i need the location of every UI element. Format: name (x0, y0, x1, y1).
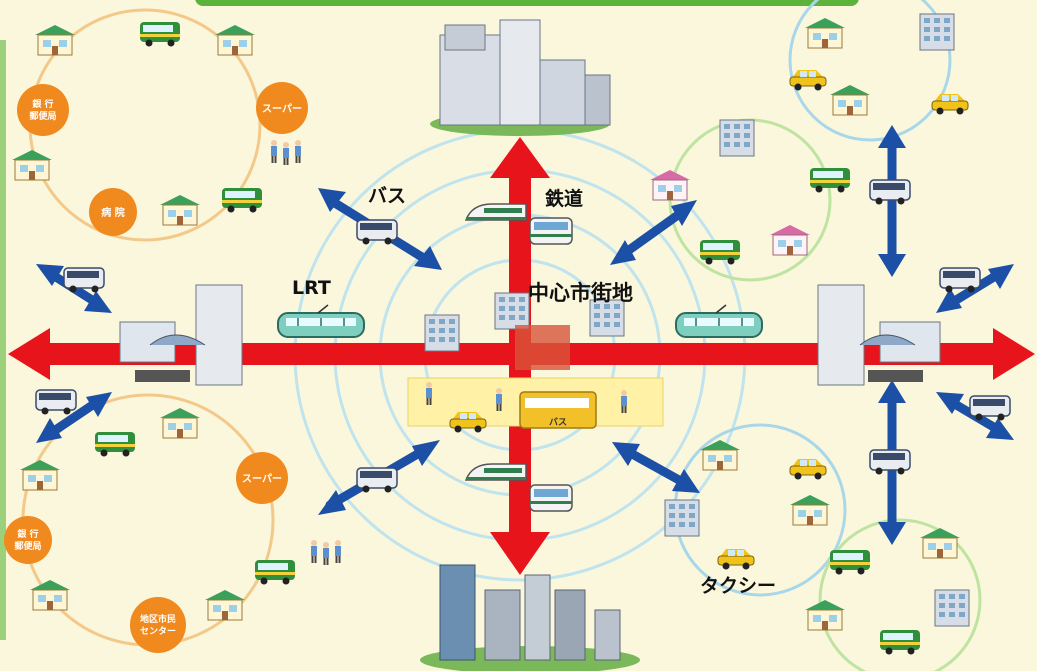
lrt-tram-icon (277, 304, 365, 338)
taxi-icon (789, 69, 827, 91)
house-icon (19, 459, 61, 491)
bus-icon (939, 267, 981, 294)
house-icon (214, 24, 256, 56)
west-station (119, 284, 243, 386)
building-icon (424, 314, 460, 352)
bus-icon (95, 432, 135, 457)
lrt-tram-icon (675, 304, 763, 338)
south-city-buildings (420, 564, 640, 671)
shinkansen-icon (465, 203, 527, 221)
node-bank-post-bottom-left: 銀 行 郵便局 (4, 516, 52, 564)
bus-icon (255, 560, 295, 585)
building-icon (589, 299, 625, 337)
bus-icon (63, 267, 105, 294)
svg-text:銀 行: 銀 行 (17, 528, 38, 540)
arrow-south (490, 532, 550, 575)
house-icon (204, 589, 246, 621)
bus-sign-text: バス (549, 417, 567, 428)
node-bank-post-top-left: 銀 行 郵便局 (17, 84, 69, 136)
arrow-west (8, 328, 50, 380)
label-city-center: 中心市街地 (528, 281, 633, 305)
label-bus: バス (368, 185, 406, 207)
arrow-north (490, 137, 550, 178)
svg-text:スーパー: スーパー (242, 473, 282, 485)
bottom-left-community (19, 407, 341, 621)
house-icon (789, 494, 831, 526)
svg-text:銀 行: 銀 行 (32, 98, 53, 110)
svg-text:病 院: 病 院 (101, 206, 124, 219)
svg-text:郵便局: 郵便局 (14, 540, 41, 552)
hospital-icon (919, 13, 955, 51)
city-center-plaza (407, 292, 664, 433)
bus-icon (830, 550, 870, 575)
label-taxi: タクシー (700, 575, 776, 597)
svg-text:スーパー: スーパー (262, 103, 302, 115)
svg-text:センター: センター (140, 625, 176, 637)
house-icon (829, 84, 871, 116)
bus-icon (356, 467, 398, 494)
person-icon (335, 540, 341, 563)
house-icon (919, 527, 961, 559)
node-hospital-top-left: 病 院 (89, 188, 137, 236)
person-icon (311, 540, 317, 563)
house-icon (804, 17, 846, 49)
frame-left-border (0, 40, 6, 640)
train-icon (529, 217, 573, 245)
north-city-buildings (430, 19, 611, 136)
bus-icon (700, 240, 740, 265)
house-icon (34, 24, 76, 56)
building-icon (494, 292, 530, 330)
svg-text:地区市民: 地区市民 (140, 613, 176, 625)
house-icon (769, 224, 811, 256)
svg-text:郵便局: 郵便局 (29, 110, 56, 122)
taxi-icon (717, 548, 755, 570)
bus-icon (880, 630, 920, 655)
node-supermarket-bottom-left: スーパー (236, 452, 288, 504)
label-railway: 鉄道 (545, 187, 583, 210)
node-community-center: 地区市民 センター (130, 597, 186, 653)
building-icon (719, 119, 755, 157)
shinkansen-icon (465, 463, 527, 481)
east-station (817, 284, 941, 386)
house-icon (159, 407, 201, 439)
hospital-icon (934, 589, 970, 627)
taxi-icon (931, 93, 969, 115)
house-icon (11, 149, 53, 181)
arrow-east (993, 328, 1035, 380)
bus-icon (356, 219, 398, 246)
person-icon (323, 542, 329, 565)
person-icon (271, 140, 277, 163)
house-icon (29, 579, 71, 611)
person-icon (295, 140, 301, 163)
person-icon (283, 142, 289, 165)
taxi-icon (789, 458, 827, 480)
node-supermarket-top-left: スーパー (256, 82, 308, 134)
frame-top-bar (195, 0, 859, 6)
feeder-arrows (36, 125, 1014, 545)
house-icon (804, 599, 846, 631)
house-icon (159, 194, 201, 226)
train-icon (529, 484, 573, 512)
label-lrt: LRT (292, 277, 331, 299)
bus-icon (969, 395, 1011, 422)
bus-icon (35, 389, 77, 416)
bus-icon (222, 188, 262, 213)
bus-icon (140, 22, 180, 47)
building-icon (664, 499, 700, 537)
